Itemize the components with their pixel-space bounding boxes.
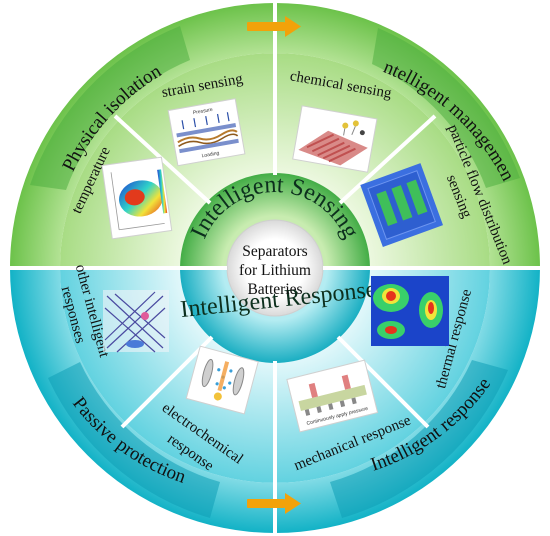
band-accent-bottom-left [48,362,220,518]
center-line-1: Separators [242,243,307,260]
inner-ring-bottom [180,268,370,363]
arrow-right-icon [247,16,301,37]
figure-label-loading: Loading [201,150,220,159]
center-line-2: for Lithium [239,262,311,279]
arrow-right-icon [247,493,301,514]
band-accent-top-left [30,26,190,190]
figure-other-responses [103,290,169,353]
center-line-3: Batteries [247,281,302,298]
inner-ring-top [180,173,370,268]
figure-electrochemical [185,345,259,415]
band-accent-top-right [372,28,520,188]
figure-thermal-response [371,276,449,346]
band-accent-bottom-right [330,360,508,518]
figure-particle-flow [360,163,444,248]
figure-strain-sensing: Pressure Loading [167,98,246,167]
figure-label-pressure: Pressure [193,107,214,116]
figure-chemical-sensing [292,105,378,173]
figure-temperature [101,156,173,240]
